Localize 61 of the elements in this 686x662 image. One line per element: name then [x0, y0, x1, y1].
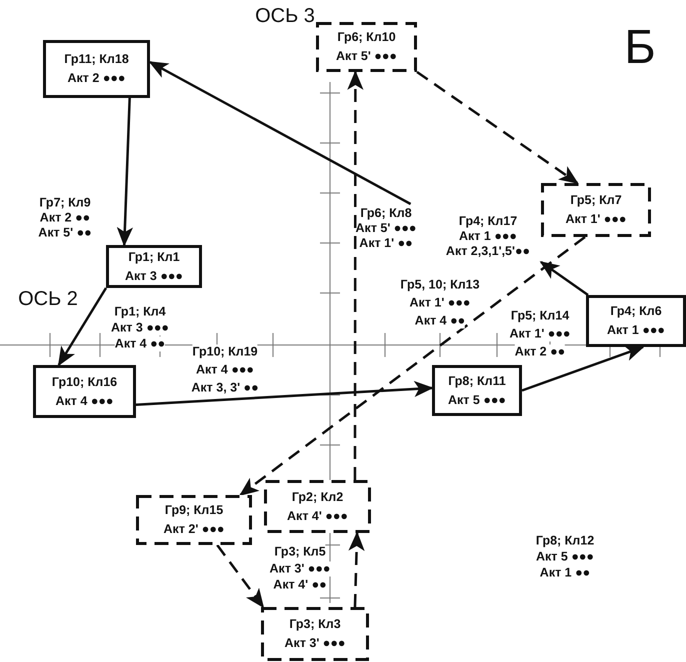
process-box	[33, 365, 136, 418]
text-label: Акт 3' ●●●	[270, 562, 330, 576]
node-label: Акт 1 ●●●	[607, 322, 665, 339]
node-label: Акт 5 ●●●	[448, 392, 506, 408]
node-label: Акт 2 ●●●	[68, 70, 126, 87]
process-box	[316, 22, 417, 72]
arrow	[136, 380, 434, 406]
node-label: Гр1; Кл1	[128, 248, 180, 266]
text-label: Гр5; Кл14	[510, 308, 570, 324]
node-label: Акт 1' ●●	[359, 236, 413, 250]
node-label: Акт 2' ●●●	[164, 521, 224, 538]
arrow	[540, 260, 589, 296]
node-label: Акт 1' ●●●	[566, 211, 626, 228]
node-label: Акт 2,3,1',5'●●	[446, 244, 530, 258]
node-label: Акт 3 ●●●	[125, 268, 183, 284]
process-box	[43, 40, 150, 98]
arrow	[116, 98, 134, 247]
text-label: Гр1; Кл4	[114, 304, 166, 320]
text-label: Гр3; Кл5	[274, 544, 326, 560]
node-label: Акт 5' ●●●	[356, 220, 416, 236]
arrow	[58, 287, 108, 366]
node-label: Гр6; Кл10	[337, 29, 396, 46]
arrow	[522, 345, 645, 392]
text-label: Акт 1' ●●●	[510, 326, 570, 342]
node-label: Гр6; Кл8	[360, 206, 412, 220]
node-label: Гр3; Кл3	[289, 616, 341, 633]
node-label: Гр4; Кл17	[458, 214, 518, 228]
node-label: Акт 4 ●●●	[56, 392, 114, 410]
node-label: Гр9; Кл15	[164, 502, 224, 519]
arrow	[148, 60, 412, 206]
arrow	[216, 544, 264, 608]
arrow	[416, 70, 579, 184]
node-label: Гр8; Кл11	[448, 372, 506, 390]
arrow	[239, 236, 586, 496]
text-label: Акт 2 ●●	[514, 344, 566, 360]
node-label: Гр11; Кл18	[64, 51, 129, 68]
text-label: Акт 4 ●●	[414, 314, 466, 328]
text-label: Акт 3, 3' ●●	[191, 380, 259, 396]
node-label: Гр5; Кл7	[570, 192, 622, 209]
process-box	[106, 245, 202, 288]
node-label: Гр2; Кл2	[292, 488, 344, 506]
node-label: Акт 5' ●●●	[336, 48, 397, 65]
process-box	[541, 183, 651, 237]
process-box	[432, 365, 522, 416]
text-label: Гр8; Кл12	[536, 534, 594, 548]
process-box	[261, 607, 369, 661]
text-label: Гр5, 10; Кл13	[400, 278, 480, 292]
arrow	[347, 70, 364, 480]
process-box	[136, 495, 252, 545]
text-label: Гр10; Кл19	[192, 344, 258, 360]
node-label: Акт 3' ●●●	[284, 635, 346, 652]
node-label: Гр10; Кл16	[52, 374, 118, 391]
process-box	[264, 480, 371, 533]
node-label: Акт 1 ●●●	[459, 228, 517, 244]
arrow	[348, 531, 365, 608]
node-label: Гр4; Кл6	[610, 303, 662, 320]
process-box	[586, 295, 686, 347]
text-label: Акт 3 ●●●	[111, 320, 169, 336]
text-label: Акт 4 ●●	[114, 336, 166, 352]
node-label: Акт 4' ●●●	[287, 508, 348, 524]
text-label: Гр7; Кл9	[39, 196, 91, 210]
